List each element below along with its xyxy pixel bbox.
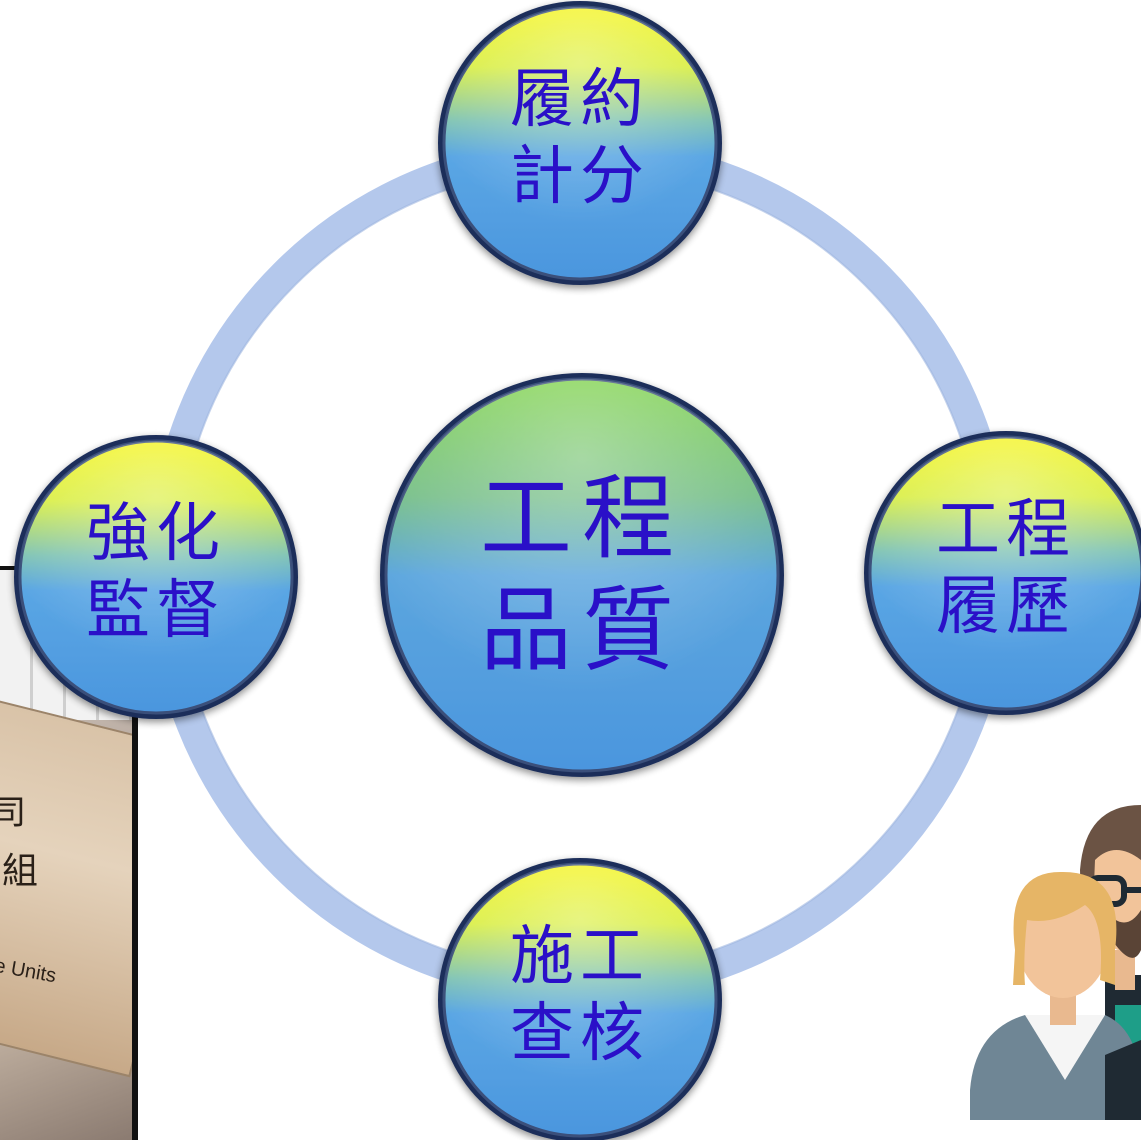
node-top-label: 履約 計分 <box>480 62 680 216</box>
photo-top-edge <box>0 566 20 570</box>
node-left <box>14 435 298 719</box>
photo-border <box>132 570 138 1140</box>
node-right-line1: 工程 <box>936 493 1076 567</box>
node-bottom-line1: 施工 <box>510 920 650 994</box>
people-icon <box>970 805 1141 1120</box>
center-label-line1: 工程 <box>479 465 684 572</box>
node-left-line1: 強化 <box>86 497 226 571</box>
center-label: 工程 品質 <box>432 463 732 687</box>
sign-text-2: 組 <box>2 851 39 892</box>
node-right-line2: 履歷 <box>936 569 1076 644</box>
node-right-label: 工程 履歷 <box>906 492 1106 646</box>
node-top-line2: 計分 <box>510 139 650 214</box>
node-bottom-line2: 查核 <box>510 996 650 1071</box>
center-label-line2: 品質 <box>479 577 684 685</box>
node-bottom <box>438 858 722 1140</box>
sign-text-1: 司 <box>0 793 26 833</box>
node-right <box>864 431 1141 715</box>
node-top <box>438 1 722 285</box>
center-node <box>380 373 784 777</box>
node-bottom-label: 施工 查核 <box>480 919 680 1073</box>
node-top-line1: 履約 <box>510 63 650 137</box>
node-left-line2: 監督 <box>86 573 226 648</box>
node-left-label: 強化 監督 <box>56 496 256 650</box>
woman-figure <box>970 871 1141 1120</box>
